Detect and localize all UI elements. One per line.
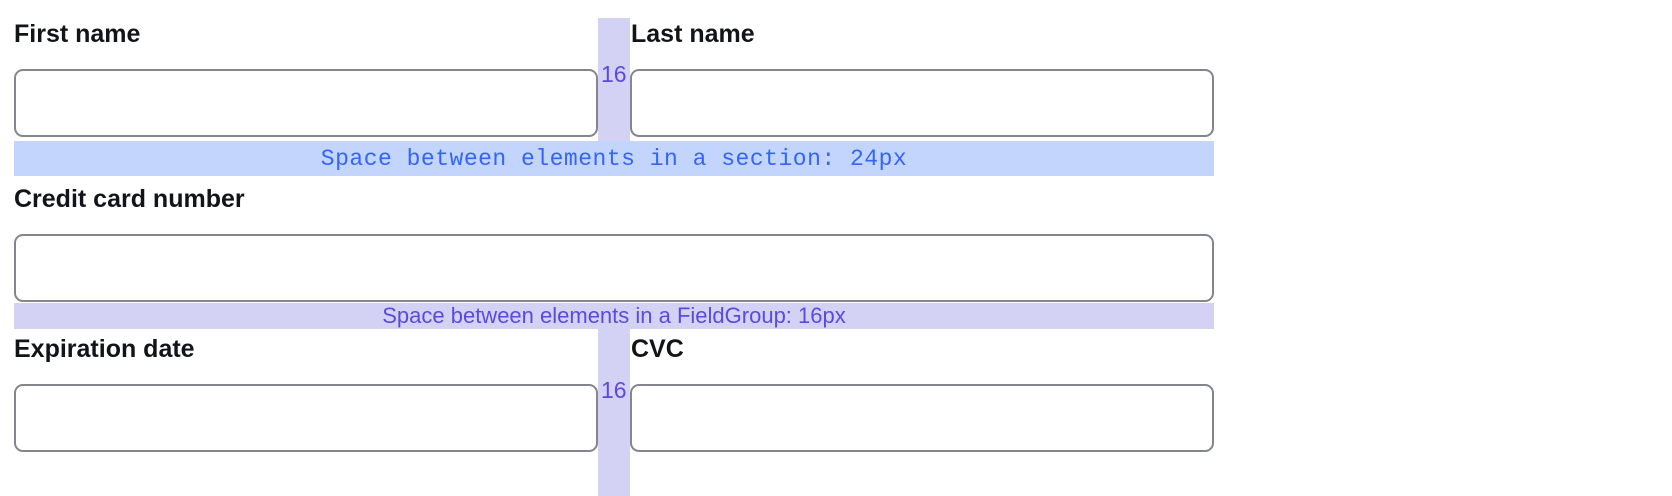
label-expiration-date: Expiration date bbox=[14, 335, 195, 363]
annotation-bar-fieldgroup-spacing: Space between elements in a FieldGroup: … bbox=[14, 303, 1214, 329]
input-last-name[interactable] bbox=[630, 69, 1214, 137]
input-credit-card-number[interactable] bbox=[14, 234, 1214, 302]
gap-label-name-row: 16 bbox=[601, 61, 627, 87]
input-cvc[interactable] bbox=[630, 384, 1214, 452]
annotation-bar-section-spacing: Space between elements in a section: 24p… bbox=[14, 141, 1214, 176]
input-expiration-date[interactable] bbox=[14, 384, 598, 452]
gap-column-card-row bbox=[598, 329, 630, 496]
gap-column-name-row bbox=[598, 18, 630, 141]
gap-label-card-row: 16 bbox=[601, 377, 627, 403]
label-first-name: First name bbox=[14, 20, 141, 48]
input-first-name[interactable] bbox=[14, 69, 598, 137]
label-cvc: CVC bbox=[631, 335, 684, 363]
label-last-name: Last name bbox=[631, 20, 755, 48]
label-credit-card-number: Credit card number bbox=[14, 185, 245, 213]
